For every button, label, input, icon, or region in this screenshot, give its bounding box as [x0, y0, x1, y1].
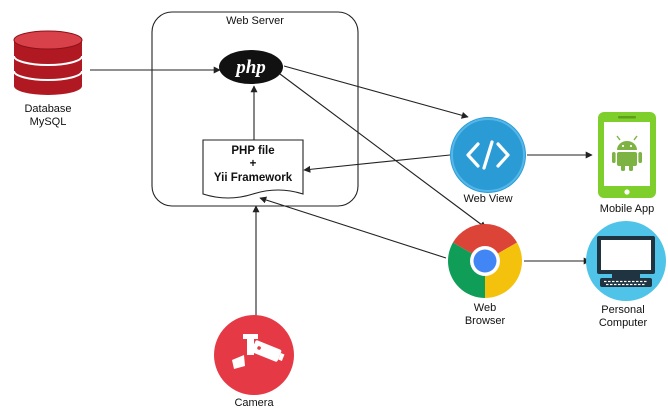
php-logo: php — [219, 50, 283, 84]
web-browser-label-line1: Web — [474, 302, 496, 314]
database-label-line1: Database — [24, 103, 71, 115]
php-logo-text: php — [234, 57, 266, 78]
personal-computer-node: Personal Computer — [586, 221, 666, 329]
arrow-php-to-browser — [279, 73, 487, 229]
mobile-app-label: Mobile App — [600, 203, 654, 215]
personal-computer-label-line1: Personal — [601, 304, 644, 316]
php-file-line3: Yii Framework — [214, 172, 293, 184]
arrow-webview-to-phpfile — [303, 154, 451, 173]
connection-arrows — [90, 65, 593, 318]
computer-monitor-icon — [586, 221, 666, 301]
cctv-camera-icon — [214, 315, 294, 395]
web-browser-node: Web Browser — [448, 224, 522, 327]
android-phone-icon — [598, 112, 656, 198]
database-node: Database MySQL — [13, 30, 83, 128]
camera-node: Camera — [214, 315, 294, 409]
mobile-app-node: Mobile App — [598, 112, 656, 215]
web-view-node: Web View — [450, 117, 526, 205]
web-server-title: Web Server — [226, 15, 284, 27]
php-file-document — [202, 139, 304, 199]
code-brackets-icon — [450, 117, 526, 193]
database-label-line2: MySQL — [30, 116, 67, 128]
camera-label: Camera — [234, 397, 274, 409]
php-file-node: PHP file + Yii Framework — [202, 139, 304, 199]
web-browser-label-line2: Browser — [465, 315, 506, 327]
arrow-browser-to-phpfile — [259, 196, 447, 259]
php-file-line1: PHP file — [231, 145, 274, 157]
personal-computer-label-line2: Computer — [599, 317, 648, 329]
web-view-label: Web View — [463, 193, 512, 205]
arrow-php-to-webview — [283, 65, 469, 119]
chrome-icon — [448, 224, 522, 298]
database-icon — [13, 30, 83, 95]
php-file-line2: + — [250, 158, 257, 170]
